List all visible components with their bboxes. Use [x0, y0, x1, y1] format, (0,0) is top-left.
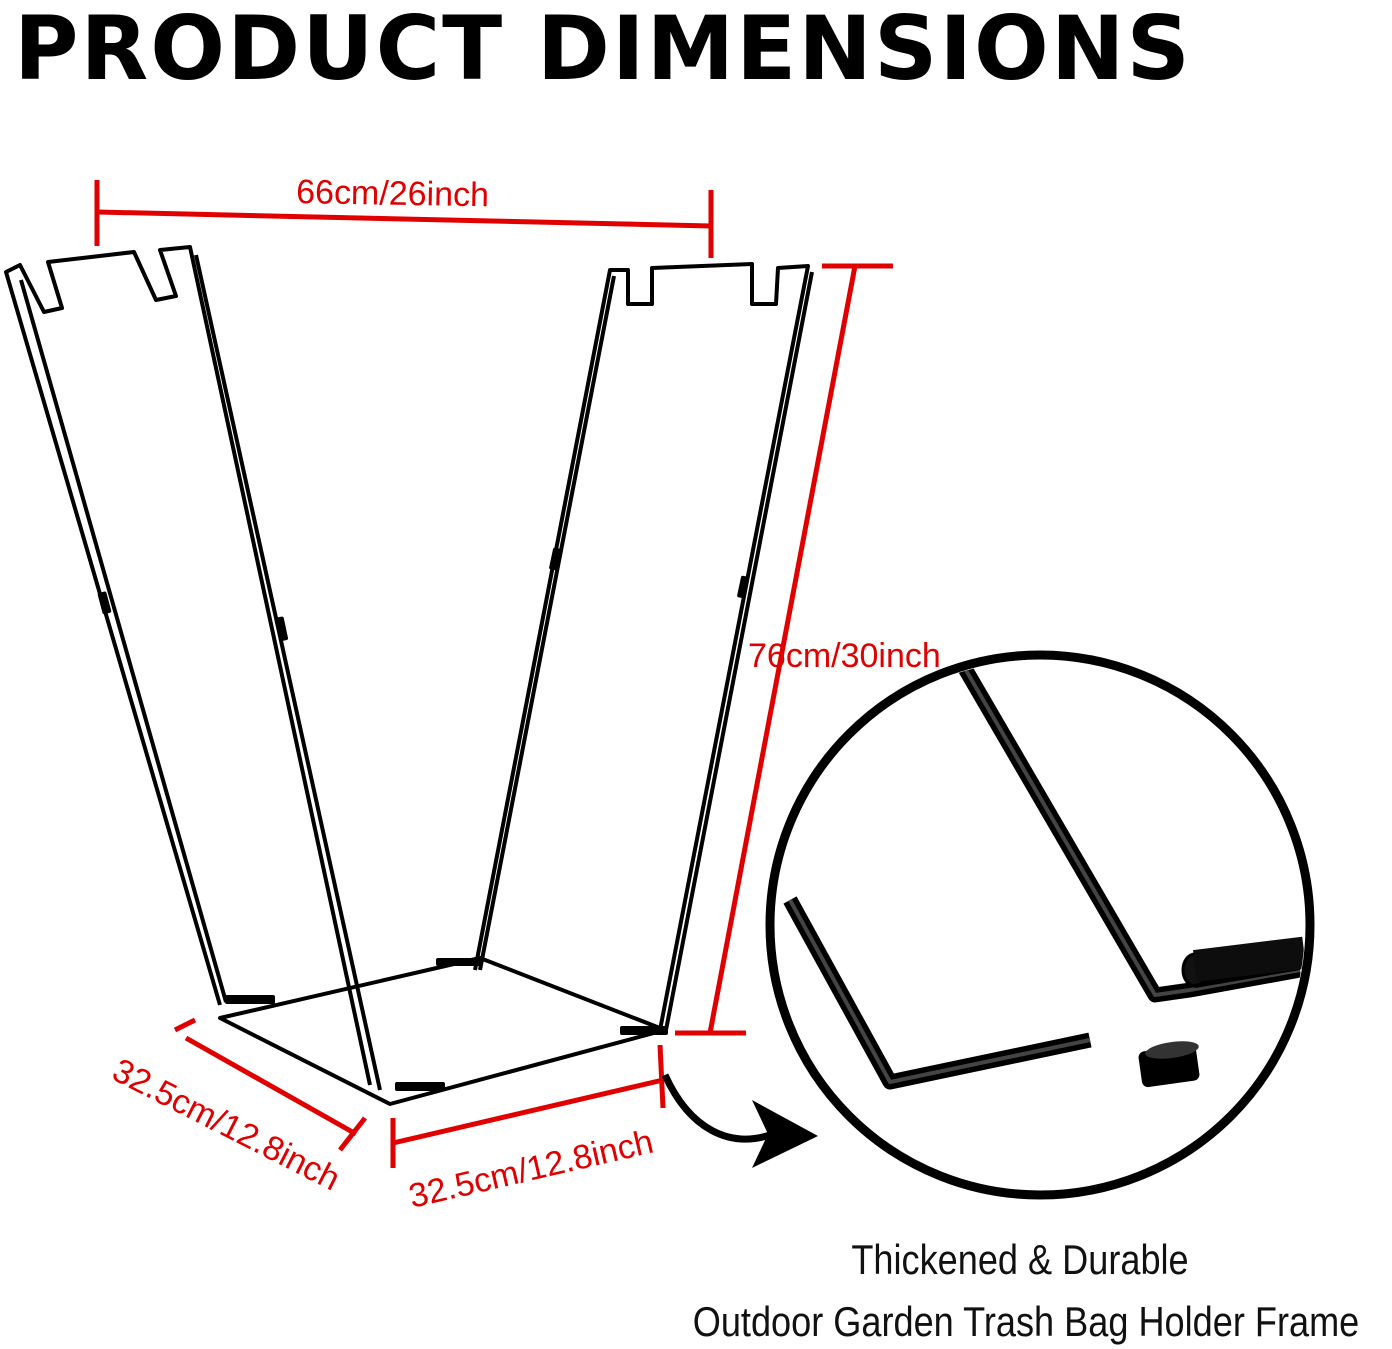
page-title: PRODUCT DIMENSIONS [14, 0, 1192, 100]
left-frame-panel [4, 245, 382, 1091]
base-dim-line [392, 1077, 664, 1146]
dimension-lines [94, 180, 893, 1168]
base-dimension-label: 32.5cm/12.8inch [405, 1123, 657, 1216]
right-frame-panel [473, 262, 814, 1031]
depth-dim-line [184, 1035, 358, 1137]
caption-line-2: Outdoor Garden Trash Bag Holder Frame [692, 1298, 1360, 1345]
detail-zoom-circle [765, 650, 1315, 1200]
base-dim-tick-right [657, 1044, 666, 1109]
depth-dim-tick-top [173, 1017, 197, 1033]
width-dimension-label: 66cm/26inch [296, 173, 489, 214]
caption-line-1: Thickened & Durable [851, 1236, 1189, 1283]
left-frame-connectors [97, 591, 445, 1091]
height-dim-line [707, 265, 858, 1034]
base-frame [218, 956, 667, 1106]
height-dimension-label: 76cm/30inch [748, 637, 941, 675]
arrow-icon [661, 1073, 818, 1168]
width-dim-line [96, 209, 712, 229]
depth-dimension-label: 32.5cm/12.8inch [106, 1051, 346, 1198]
